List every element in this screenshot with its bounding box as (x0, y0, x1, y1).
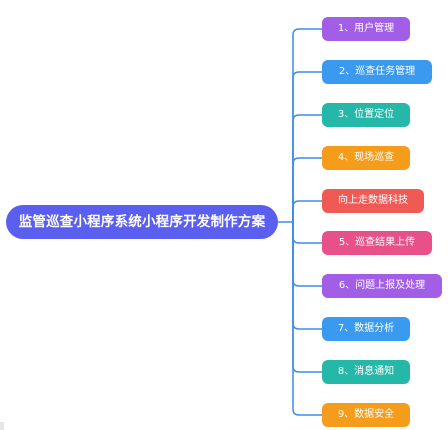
branch-on-site-patrol[interactable]: 4、现场巡查 (322, 146, 410, 170)
branch-connector (292, 157, 322, 222)
branch-connector (292, 200, 322, 222)
branch-data-analysis[interactable]: 7、数据分析 (322, 317, 410, 341)
branch-message-notification[interactable]: 8、消息通知 (322, 360, 410, 384)
branch-connector (292, 114, 322, 222)
branch-connector (292, 71, 322, 222)
branch-user-management[interactable]: 1、用户管理 (322, 17, 410, 41)
branch-connector (292, 222, 322, 244)
branch-issue-reporting[interactable]: 6、问题上报及处理 (322, 274, 442, 298)
branch-location-positioning[interactable]: 3、位置定位 (322, 103, 410, 127)
branch-data-security[interactable]: 9、数据安全 (322, 403, 410, 427)
corner-mark (0, 422, 4, 430)
branch-connector (292, 222, 322, 416)
branch-connector (292, 222, 322, 287)
branch-connector (292, 222, 322, 373)
root-node[interactable]: 监管巡查小程序系统小程序开发制作方案 (6, 205, 278, 239)
branch-patrol-result-upload[interactable]: 5、巡查结果上传 (322, 231, 432, 255)
branch-connector (292, 222, 322, 330)
branch-company-name[interactable]: 向上走数据科技 (322, 189, 424, 213)
branch-patrol-task-management[interactable]: 2、巡查任务管理 (322, 60, 432, 84)
branch-connector (292, 28, 322, 222)
